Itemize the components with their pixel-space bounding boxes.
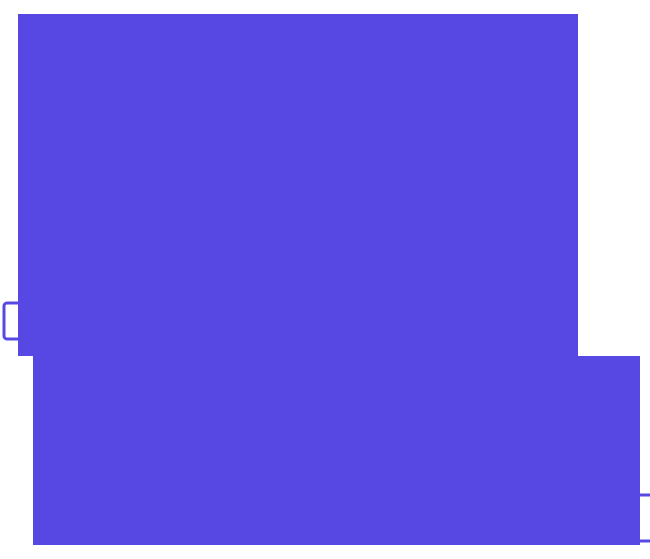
left-outline-marker (2, 301, 24, 341)
primary-stepped-block (18, 14, 640, 545)
right-outline-marker (635, 493, 650, 543)
